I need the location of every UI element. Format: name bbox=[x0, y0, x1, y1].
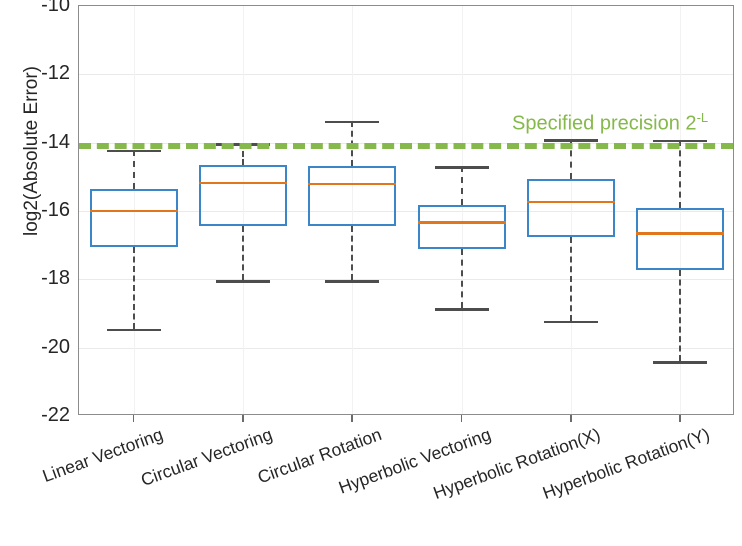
whisker-cap-upper bbox=[544, 139, 598, 142]
gridline-y bbox=[79, 279, 733, 281]
gridline-x bbox=[352, 6, 354, 414]
y-tick-label: -20 bbox=[41, 335, 70, 358]
box-rect bbox=[527, 178, 615, 238]
whisker-cap-upper bbox=[434, 166, 489, 169]
whisker-cap-lower bbox=[544, 320, 598, 324]
x-tick-mark bbox=[679, 415, 681, 422]
whisker-cap-lower bbox=[325, 280, 380, 283]
median-line bbox=[89, 209, 178, 213]
whisker-cap-lower bbox=[434, 308, 489, 311]
spec-legend-text: Specified precision 2 bbox=[512, 112, 697, 135]
whisker-upper bbox=[242, 143, 244, 166]
x-tick-mark bbox=[570, 415, 572, 422]
gridline-y bbox=[79, 74, 733, 76]
box-rect bbox=[199, 165, 287, 227]
x-tick-mark bbox=[351, 415, 353, 422]
specified-precision-line bbox=[79, 142, 733, 149]
box-rect bbox=[417, 204, 506, 249]
whisker-lower bbox=[570, 237, 572, 321]
x-tick-mark bbox=[132, 415, 135, 422]
whisker-cap-lower bbox=[106, 328, 161, 332]
box-rect bbox=[308, 166, 397, 227]
box-rect bbox=[89, 189, 178, 247]
y-tick-label: -12 bbox=[41, 62, 70, 85]
y-tick-label: -14 bbox=[41, 130, 70, 153]
median-line bbox=[199, 181, 287, 185]
whisker-upper bbox=[679, 139, 682, 208]
plot-area bbox=[78, 5, 734, 415]
whisker-upper bbox=[460, 166, 463, 205]
median-line bbox=[527, 200, 615, 204]
spec-legend-exponent: -L bbox=[696, 109, 709, 125]
y-tick-label: -18 bbox=[41, 267, 70, 290]
specified-precision-label: Specified precision 2-L bbox=[512, 110, 708, 136]
median-line bbox=[417, 221, 506, 224]
whisker-lower bbox=[132, 246, 135, 329]
x-tick-mark bbox=[242, 415, 244, 422]
gridline-y bbox=[79, 211, 733, 212]
whisker-lower bbox=[679, 269, 682, 362]
whisker-cap-upper bbox=[106, 149, 161, 152]
gridline-y bbox=[79, 347, 733, 349]
whisker-cap-lower bbox=[216, 280, 270, 283]
whisker-lower bbox=[242, 226, 244, 281]
whisker-lower bbox=[351, 226, 354, 281]
gridline-x bbox=[680, 6, 682, 414]
whisker-cap-lower bbox=[653, 361, 708, 364]
gridline-x bbox=[461, 6, 463, 414]
median-line bbox=[308, 182, 397, 186]
gridline-x bbox=[243, 6, 244, 414]
y-tick-label: -10 bbox=[41, 0, 70, 16]
whisker-cap-upper bbox=[325, 120, 380, 124]
whisker-upper bbox=[132, 149, 135, 190]
whisker-cap-upper bbox=[653, 139, 708, 143]
median-line bbox=[636, 232, 725, 235]
box-rect bbox=[636, 207, 725, 270]
y-tick-label: -16 bbox=[41, 199, 70, 221]
whisker-upper bbox=[570, 139, 572, 179]
x-tick-mark bbox=[460, 415, 463, 422]
gridline-x bbox=[571, 6, 572, 414]
y-tick-label: -22 bbox=[41, 404, 70, 426]
whisker-lower bbox=[460, 248, 463, 309]
